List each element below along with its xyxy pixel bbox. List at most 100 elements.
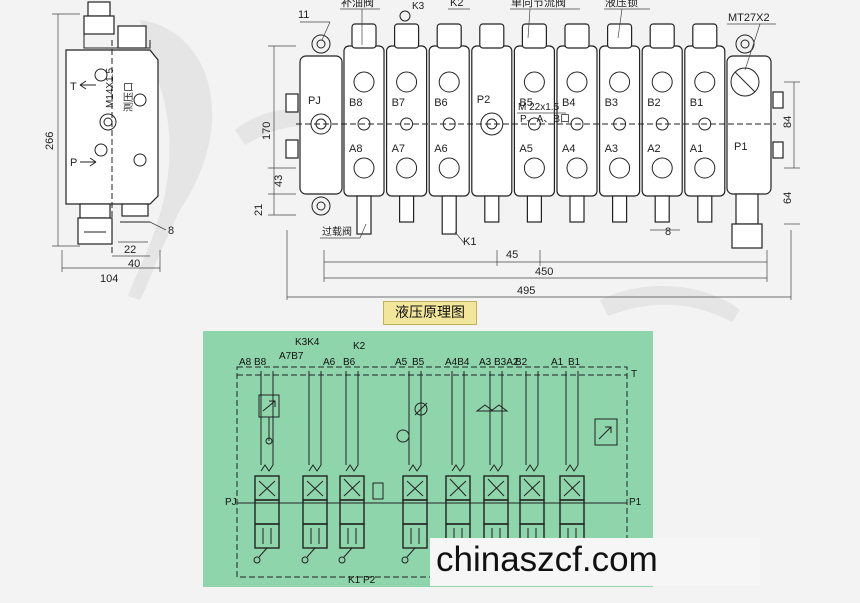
- side-label-thread: M14X1.5: [105, 68, 116, 108]
- schematic-top-label: B5: [412, 357, 425, 368]
- label-port-a8: A8: [349, 143, 362, 155]
- callout-k2: K2: [450, 0, 463, 9]
- section-cap-9: [692, 23, 718, 49]
- dim-side-height: 266: [44, 132, 56, 150]
- schematic-throttle-icon: [414, 402, 428, 416]
- schematic-top-label: A7B7: [279, 351, 304, 362]
- port-b-circle-6: [566, 71, 588, 93]
- port-a-circle-3: [438, 157, 460, 179]
- mount-ear-bottom: [311, 196, 331, 216]
- side-arrow-t-icon: [79, 80, 96, 90]
- side-label-t: T: [70, 81, 77, 93]
- dim-front-64: 64: [782, 192, 794, 204]
- section-cap-3: [436, 23, 462, 49]
- side-view: T P M14X1.5 测压口 266 104 40 22 8: [44, 1, 174, 285]
- schematic-top-label: A1: [551, 357, 564, 368]
- schematic-title: 液压原理图: [383, 301, 477, 325]
- label-port-p1: P1: [734, 141, 747, 153]
- label-port-p2: P2: [477, 94, 490, 106]
- side-arrow-p-icon: [80, 157, 97, 167]
- schematic-valve-2: [301, 371, 328, 564]
- schematic-valve-4: [401, 371, 428, 564]
- label-port-b7: B7: [392, 97, 405, 109]
- schematic-valve-7: [518, 371, 545, 564]
- schematic-check-icon: [396, 429, 410, 443]
- port-a-circle-1: [353, 157, 375, 179]
- schematic-top-label: A5: [395, 357, 408, 368]
- callout-makeup-valve: 补油阀: [341, 0, 374, 9]
- section-cap-6: [564, 23, 590, 49]
- schematic-top-label: B8: [254, 357, 267, 368]
- schematic-valve-1: [253, 371, 280, 564]
- port-a-circle-8: [651, 157, 673, 179]
- side-top-cap: [117, 25, 147, 49]
- schematic-valve-6: [482, 371, 509, 564]
- port-a-circle-7: [609, 157, 631, 179]
- label-port-a7: A7: [392, 143, 405, 155]
- callout-m22: M 22x1.5: [518, 102, 560, 113]
- side-top-fitting: [87, 1, 111, 17]
- dim-side-22: 22: [124, 244, 136, 256]
- callout-k1: K1: [463, 236, 476, 248]
- label-port-b6: B6: [434, 97, 447, 109]
- mount-ear-right: [735, 34, 755, 54]
- dim-side-width: 104: [100, 273, 118, 285]
- port-b-circle-9: [694, 71, 716, 93]
- callout-one-way-throttle: 单向节流阀: [511, 0, 566, 9]
- section-body-3: [428, 45, 470, 197]
- section-spool-6: [569, 195, 585, 223]
- port-b-circle-8: [651, 71, 673, 93]
- section-spool-5: [526, 195, 543, 223]
- schematic-top-label: K2: [353, 341, 366, 352]
- label-port-a1: A1: [690, 143, 703, 155]
- section-body-9: [684, 45, 726, 197]
- section-cap-5: [521, 23, 548, 49]
- schematic-label-t: T: [631, 369, 637, 380]
- port-b-circle-5: [523, 71, 545, 93]
- label-port-pj: PJ: [308, 95, 321, 107]
- side-port-t: [94, 68, 108, 82]
- label-port-a6: A6: [434, 143, 447, 155]
- section-cap-2: [394, 23, 420, 49]
- left-end-cover: [299, 55, 343, 195]
- schematic-valve-3: [338, 371, 365, 564]
- schematic-top-label: A6: [323, 357, 336, 368]
- dim-front-170: 170: [261, 122, 273, 140]
- section-spool-3: [441, 195, 457, 235]
- relief-valve-port: [730, 67, 760, 97]
- port-b-circle-1: [353, 71, 375, 93]
- section-body-7: [598, 45, 641, 197]
- port-b-circle-7: [609, 71, 631, 93]
- schematic-top-label: A4B4: [445, 357, 470, 368]
- dim-front-450: 450: [535, 266, 553, 278]
- port-a-circle-5: [523, 157, 545, 179]
- port-a-circle-6: [566, 157, 588, 179]
- section-spool-2: [399, 195, 415, 223]
- schematic-lock-icon: [475, 404, 509, 412]
- site-watermark: chinaszcf.com: [430, 538, 760, 586]
- label-port-a5: A5: [519, 143, 532, 155]
- dim-side-40: 40: [128, 258, 140, 270]
- schematic-label-pj: PJ: [225, 497, 237, 508]
- label-port-a3: A3: [605, 143, 618, 155]
- label-port-b2: B2: [647, 97, 660, 109]
- side-top-fitting-body: [83, 15, 115, 35]
- dim-front-21: 21: [253, 204, 265, 216]
- callout-overload-valve: 过载阀: [322, 225, 352, 238]
- dim-front-8: 8: [665, 226, 671, 238]
- schematic-valves: [253, 371, 585, 564]
- mount-ear-top: [311, 34, 331, 54]
- schematic-accumulator: [372, 482, 384, 500]
- section-cap-4: [479, 23, 505, 49]
- schematic-top-label: B6: [343, 357, 356, 368]
- schematic-top-label: B3A2: [494, 357, 519, 368]
- section-body-8: [641, 45, 683, 197]
- dim-front-84: 84: [782, 116, 794, 128]
- label-port-b5: B5: [519, 97, 532, 109]
- schematic-top-label: B1: [568, 357, 581, 368]
- dim-front-43: 43: [273, 175, 285, 187]
